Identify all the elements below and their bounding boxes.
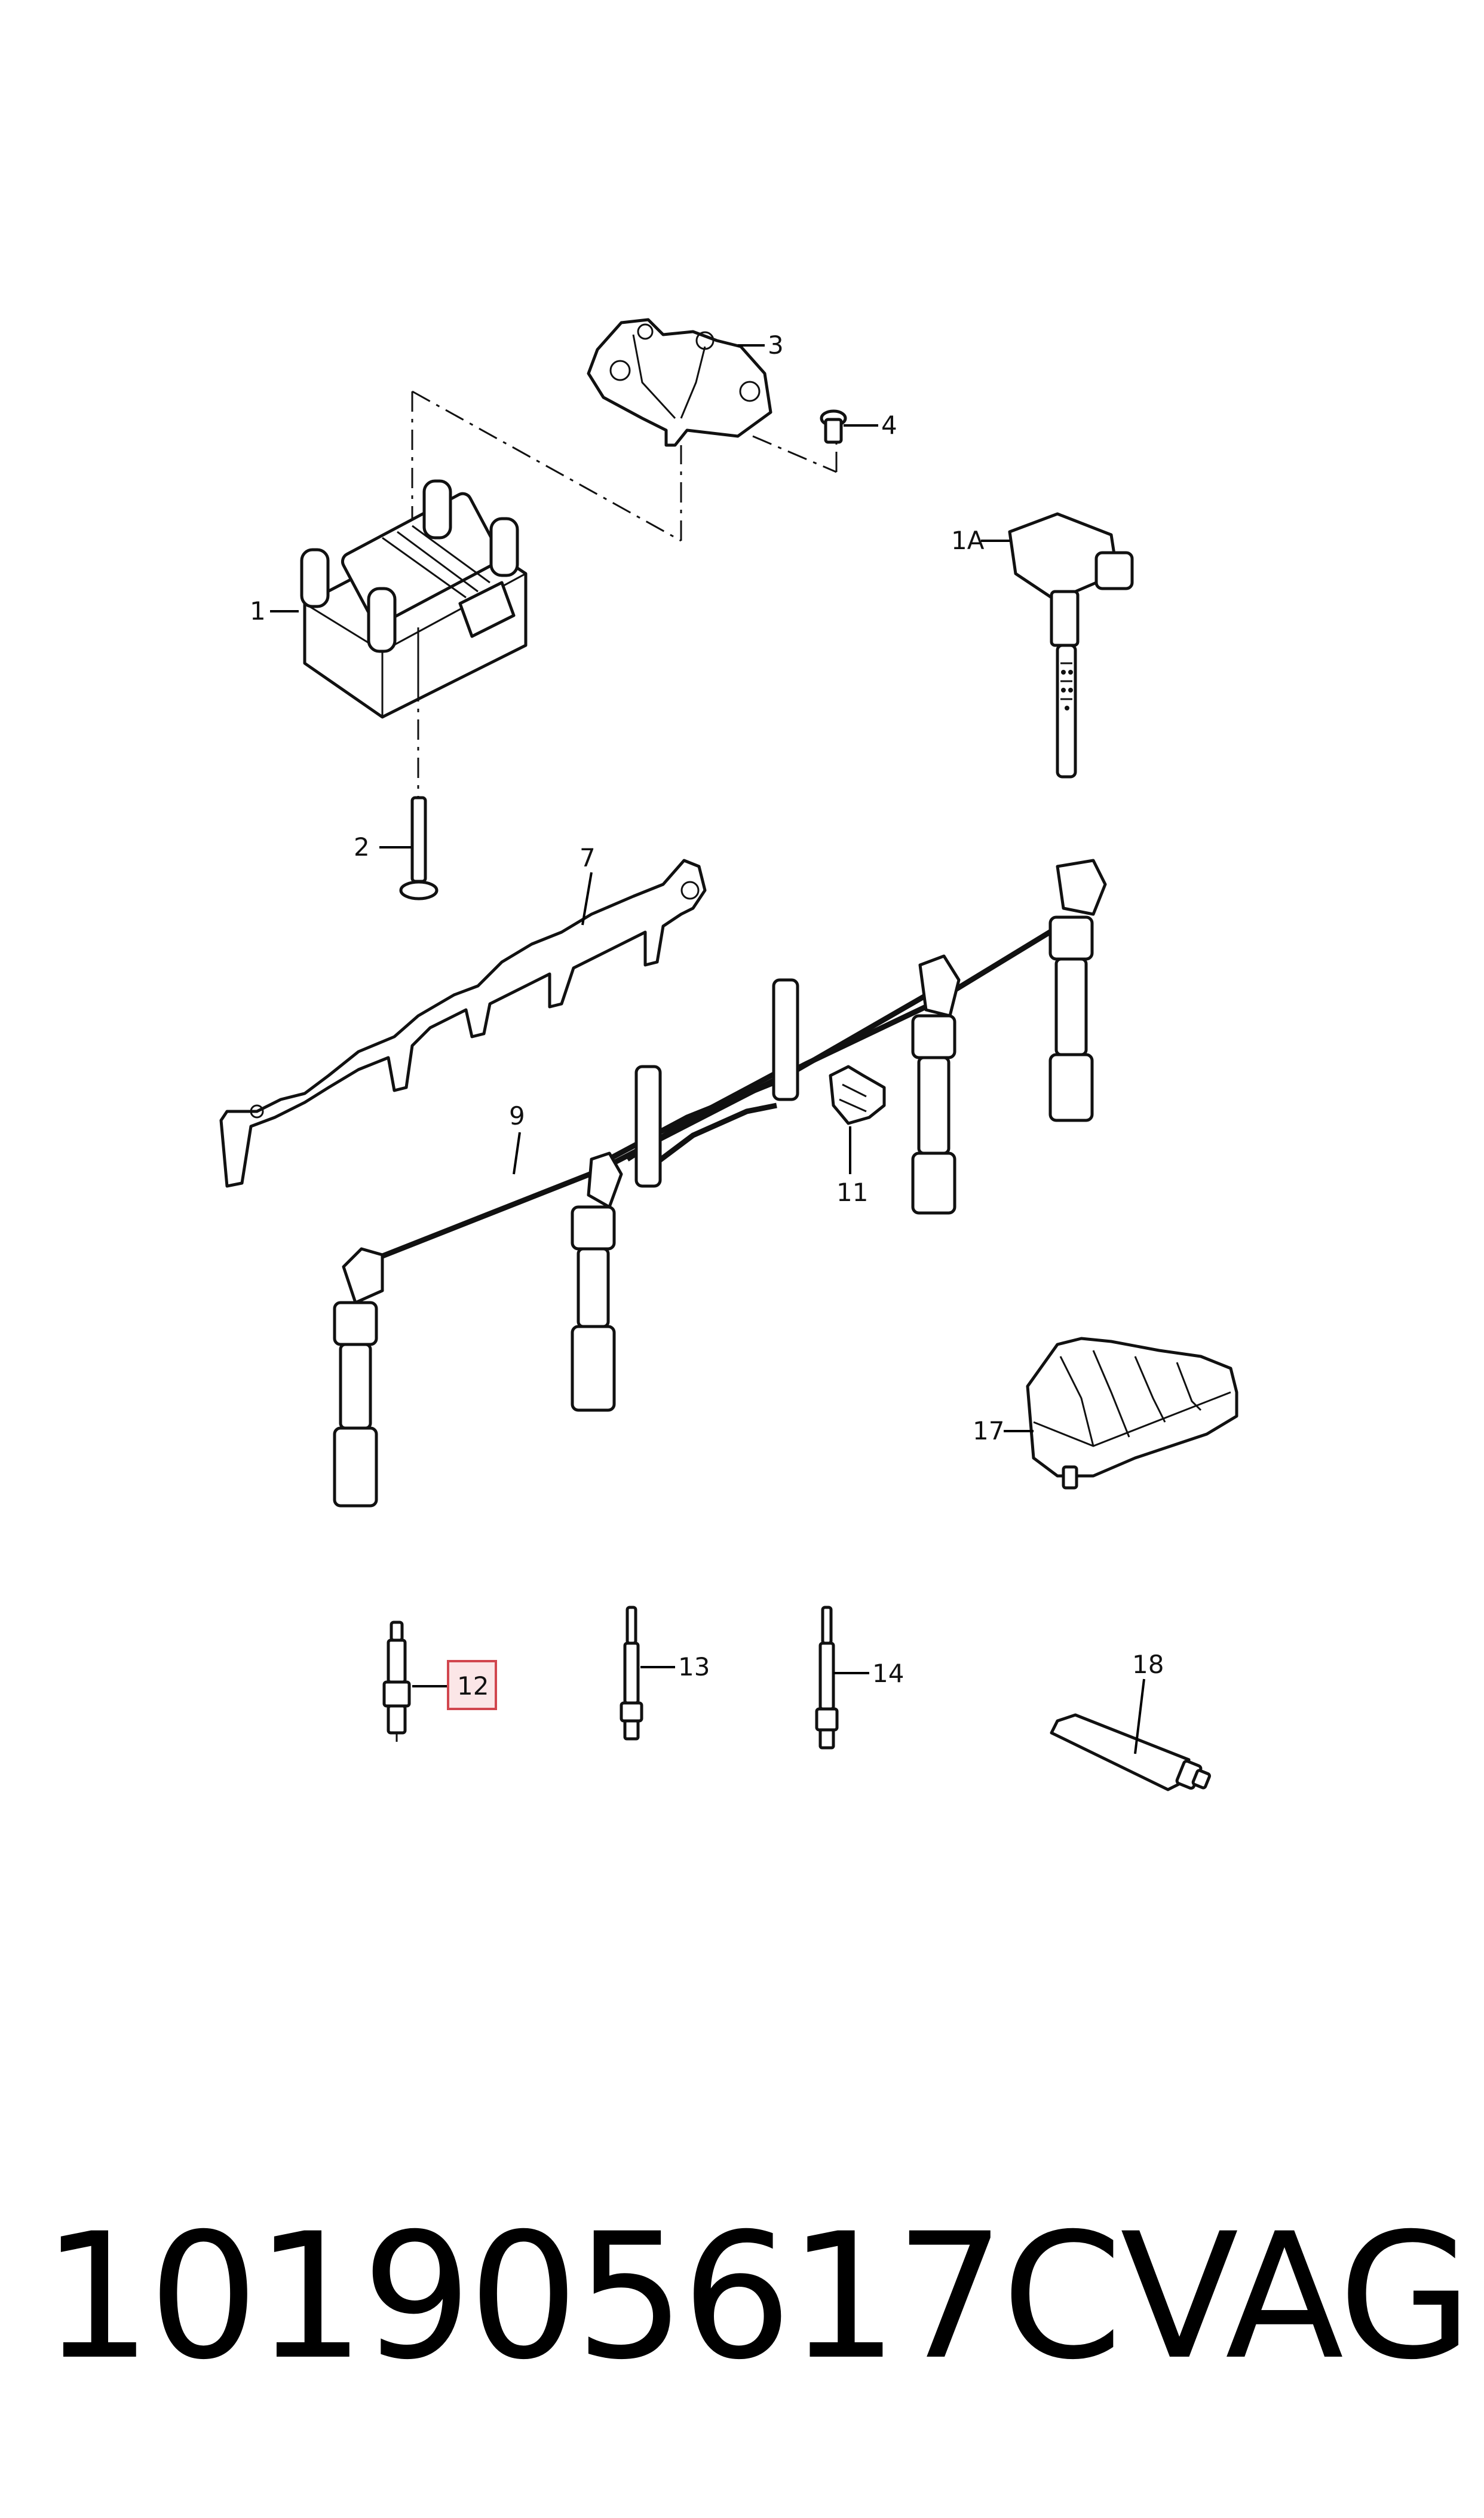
callout-7: 7 (580, 843, 596, 872)
part-17-lead-holder (1026, 1337, 1238, 1490)
part-7-cable-bracket (219, 859, 707, 1188)
part-2-bolt (399, 796, 439, 900)
part-3-bracket (587, 318, 772, 447)
callout-2: 2 (354, 832, 370, 862)
callout-1A: 1A (951, 526, 985, 555)
part-1A-pencil-coil (1008, 512, 1134, 779)
callout-13: 13 (678, 1652, 710, 1681)
part-18-grease-tube (1050, 1713, 1211, 1791)
callout-1: 1 (250, 596, 266, 626)
part-13-glow-plug (620, 1606, 643, 1741)
callout-3: 3 (768, 330, 784, 360)
callout-14: 14 (872, 1659, 904, 1688)
part-11-clip (829, 1065, 886, 1125)
part-9-ignition-leads (333, 859, 1107, 1508)
part-12-spark-plug (382, 1621, 411, 1742)
part-14-glow-plug (815, 1606, 839, 1750)
part-number: 101905617C (42, 2197, 1123, 2398)
callout-11: 11 (836, 1178, 868, 1207)
callout-9: 9 (509, 1101, 525, 1131)
callout-18: 18 (1132, 1650, 1164, 1679)
callout-17: 17 (973, 1416, 1004, 1445)
part-1-ignition-coil (300, 479, 528, 719)
brand-name: VAG (1120, 2197, 1473, 2398)
callout-12-highlight-box[interactable] (447, 1660, 497, 1710)
callout-4: 4 (881, 411, 897, 440)
part-4-bolt (820, 409, 847, 444)
callout-12: 12 (457, 1671, 489, 1701)
